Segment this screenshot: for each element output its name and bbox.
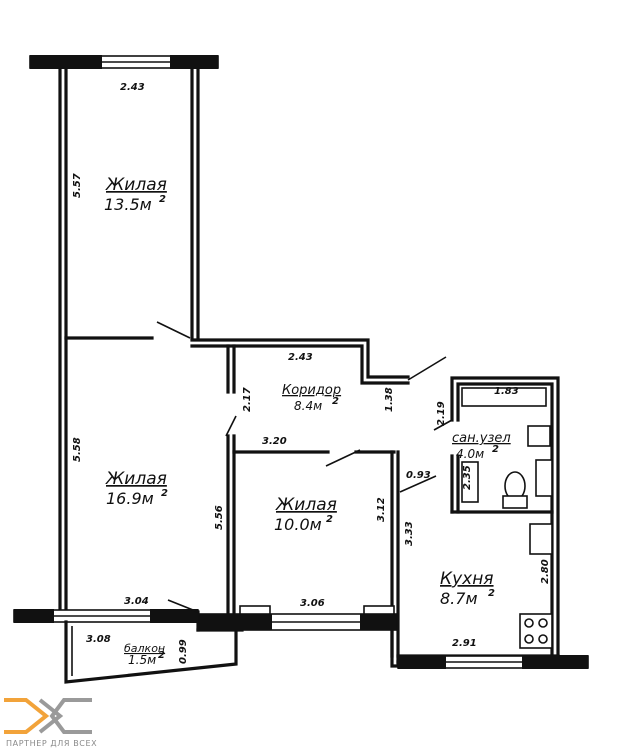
dim-middle-width: 3.20 <box>262 436 287 447</box>
bottom-windows <box>13 599 589 669</box>
dim-corridor-width: 2.43 <box>288 352 313 363</box>
exp-4: 2 <box>332 396 339 407</box>
dim-bath-height: 2.19 <box>436 401 447 426</box>
dim-balcony-depth: 0.99 <box>178 639 189 664</box>
dim-kitchen-bottom: 2.91 <box>452 638 477 649</box>
balcony-name: балкон <box>124 642 165 655</box>
kitchen-fixtures <box>519 523 553 649</box>
exp-1: 2 <box>159 194 166 205</box>
dim-middle-height-left: 5.56 <box>214 505 225 530</box>
corridor-area: 8.4м <box>294 399 322 413</box>
balcony-area: 1.5м <box>128 653 156 667</box>
kitchen-name: Кухня <box>440 569 494 589</box>
bathroom-area: 4.0м <box>456 447 484 461</box>
dim-corridor-height: 2.17 <box>242 387 253 412</box>
exp-6: 2 <box>488 588 495 599</box>
living-top-area: 13.5м <box>104 195 152 214</box>
room-labels: Жилая 13.5м 2 Жилая 16.9м 2 Жилая 10.0м … <box>104 175 511 667</box>
living-middle-name: Жилая <box>275 495 337 515</box>
exp-7: 2 <box>158 650 165 661</box>
dim-balcony-width: 3.08 <box>86 634 111 645</box>
dim-left-bottom: 3.04 <box>124 596 149 607</box>
living-left-area: 16.9м <box>106 489 154 508</box>
dim-bath-inner: 2.35 <box>462 465 473 490</box>
dim-kitchen-left: 3.33 <box>404 521 415 546</box>
dim-middle-bottom: 3.06 <box>300 598 325 609</box>
living-middle-area: 10.0м <box>274 515 322 534</box>
bathroom-name: сан.узел <box>452 431 511 446</box>
living-top-name: Жилая <box>105 175 167 195</box>
dim-left-height: 5.58 <box>72 437 83 462</box>
living-left-name: Жилая <box>105 469 167 489</box>
dim-top-width: 2.43 <box>120 82 145 93</box>
brand-logo: ПАРТНЕР ДЛЯ ВСЕХ <box>4 698 97 748</box>
exp-3: 2 <box>326 514 333 525</box>
bathroom-fixtures <box>461 387 553 509</box>
top-window <box>29 55 219 69</box>
dim-kitchen-right: 2.80 <box>540 559 551 584</box>
kitchen-area: 8.7м <box>440 589 478 608</box>
brand-tagline: ПАРТНЕР ДЛЯ ВСЕХ <box>6 739 97 748</box>
dim-bath-width: 1.83 <box>494 386 519 397</box>
dim-middle-height-right: 3.12 <box>376 497 387 522</box>
balcony <box>64 620 238 684</box>
exp-5: 2 <box>492 444 499 455</box>
dim-top-height: 5.57 <box>72 173 83 198</box>
dim-corridor-depth: 1.38 <box>384 387 395 412</box>
dim-bath-door: 0.93 <box>406 470 431 481</box>
exp-2: 2 <box>161 488 168 499</box>
dimension-labels: 2.43 5.57 2.43 2.17 1.38 5.58 3.20 5.56 … <box>72 82 551 664</box>
corridor-name: Коридор <box>282 383 341 398</box>
